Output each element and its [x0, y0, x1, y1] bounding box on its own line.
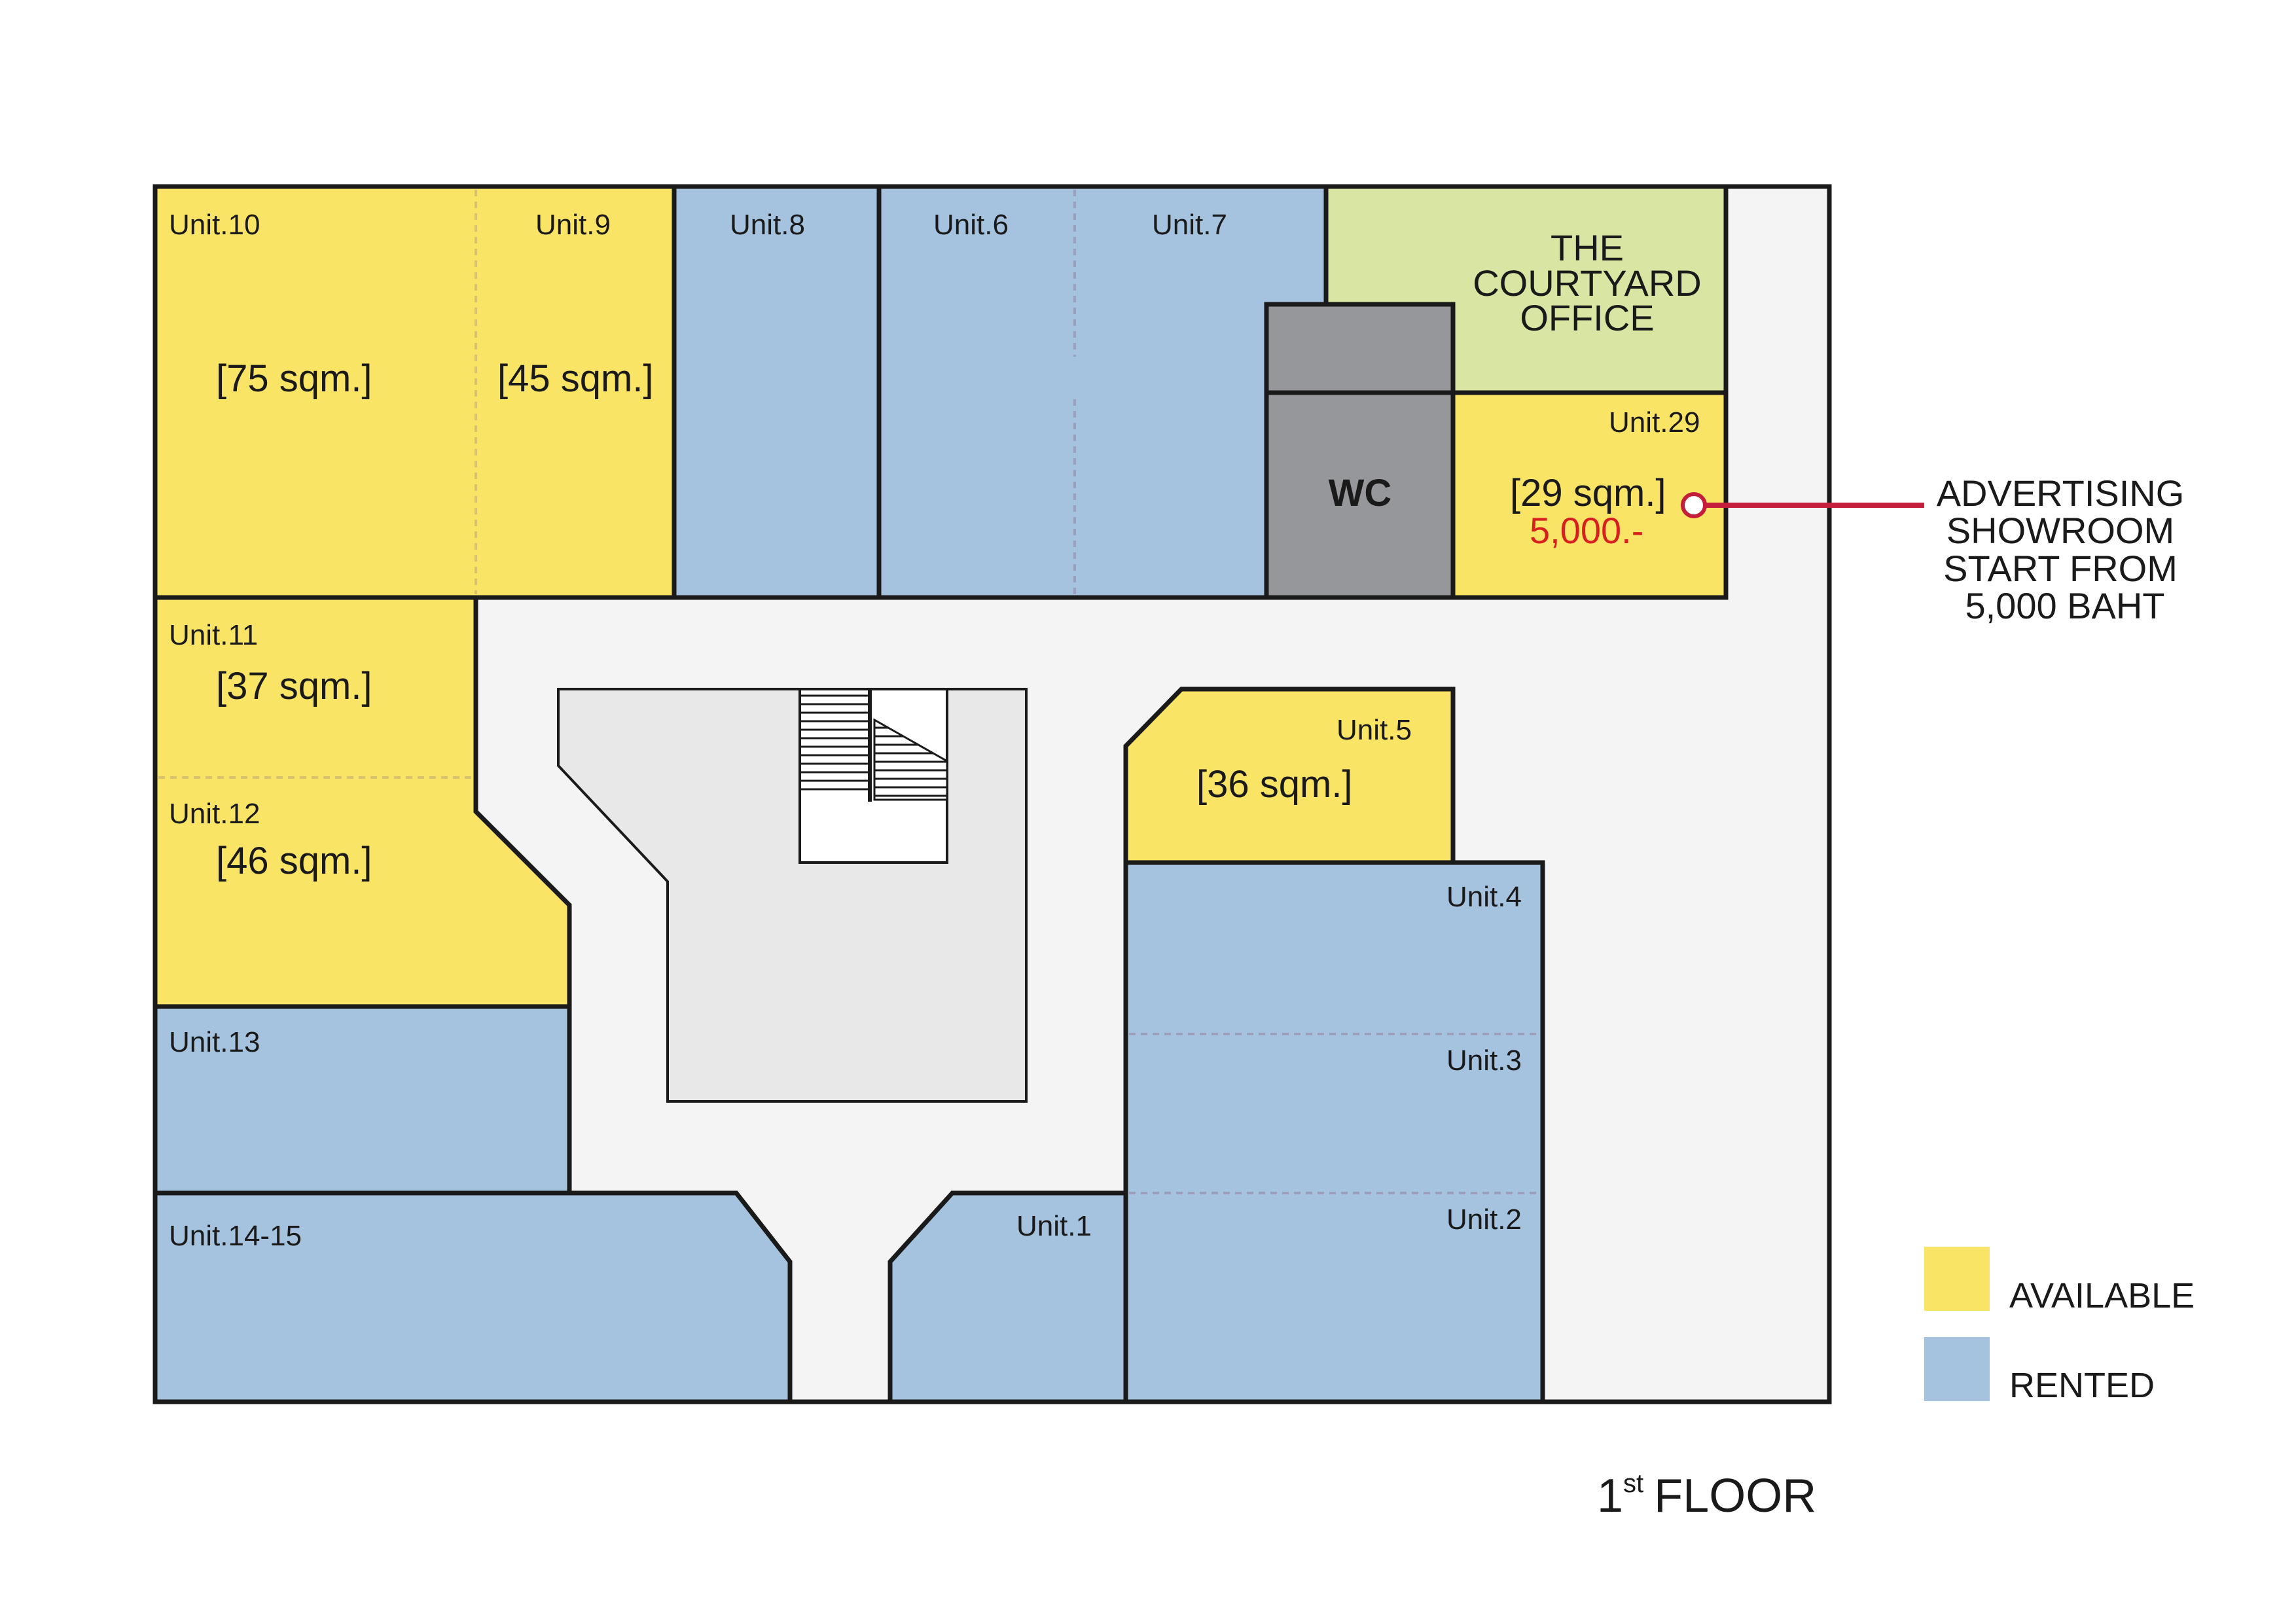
unit-29-price: 5,000.-	[1530, 510, 1643, 551]
legend-available-label: AVAILABLE	[2009, 1276, 2195, 1315]
unit-6-7-room[interactable]	[876, 184, 1329, 600]
unit-4-3-2-room[interactable]	[1123, 860, 1545, 1404]
unit-5-area: [36 sqm.]	[1196, 763, 1353, 806]
unit-12-area: [46 sqm.]	[216, 840, 372, 882]
unit-4-label: Unit.4	[1446, 881, 1522, 913]
unit-8-room[interactable]	[672, 184, 882, 600]
unit-29-room[interactable]	[1450, 390, 1729, 600]
callout-line-3: START FROM	[1943, 548, 2178, 589]
unit-9-label: Unit.9	[535, 209, 611, 241]
legend-available-swatch	[1924, 1247, 1990, 1311]
office-label-line-2: COURTYARD	[1473, 262, 1702, 304]
unit-1-room[interactable]	[888, 1190, 1128, 1404]
unit-13-room[interactable]	[152, 1004, 572, 1196]
floor-number: 1	[1597, 1470, 1623, 1522]
unit-11-label: Unit.11	[169, 619, 258, 651]
floor-suffix: st	[1623, 1469, 1643, 1498]
legend-rented-swatch	[1924, 1337, 1990, 1401]
wc-label: WC	[1329, 472, 1392, 514]
unit-6-label: Unit.6	[933, 209, 1009, 241]
unit-10-label: Unit.10	[169, 209, 260, 241]
unit-12-label: Unit.12	[169, 798, 260, 830]
unit-14-15-room[interactable]	[152, 1190, 793, 1404]
callout-line-4: 5,000 BAHT	[1965, 585, 2164, 626]
floor-title: 1st FLOOR	[1597, 1469, 1816, 1522]
callout-marker	[1681, 492, 1707, 518]
unit-10-9-room[interactable]	[152, 184, 677, 600]
unit-1-label: Unit.1	[1016, 1210, 1092, 1242]
staircase	[798, 688, 948, 864]
unit-2-label: Unit.2	[1446, 1204, 1522, 1236]
unit-5-label: Unit.5	[1336, 714, 1412, 746]
unit-29-area: [29 sqm.]	[1510, 472, 1666, 514]
unit-10-area: [75 sqm.]	[216, 357, 372, 400]
legend-rented-label: RENTED	[2009, 1366, 2155, 1405]
office-label-line-3: OFFICE	[1520, 297, 1654, 338]
unit-9-area: [45 sqm.]	[497, 357, 654, 400]
unit-7-label: Unit.7	[1152, 209, 1227, 241]
unit-8-label: Unit.8	[730, 209, 805, 241]
unit-29-label: Unit.29	[1609, 406, 1700, 438]
unit-3-label: Unit.3	[1446, 1044, 1522, 1077]
unit-11-area: [37 sqm.]	[216, 665, 372, 707]
callout-line-2: SHOWROOM	[1946, 510, 2174, 551]
unit-13-label: Unit.13	[169, 1026, 260, 1058]
callout-line-1: ADVERTISING	[1937, 473, 2185, 514]
office-label-line-1: THE	[1551, 227, 1624, 268]
wc-room	[1264, 302, 1456, 600]
floor-word: FLOOR	[1654, 1470, 1816, 1522]
unit-14-15-label: Unit.14-15	[169, 1220, 302, 1252]
